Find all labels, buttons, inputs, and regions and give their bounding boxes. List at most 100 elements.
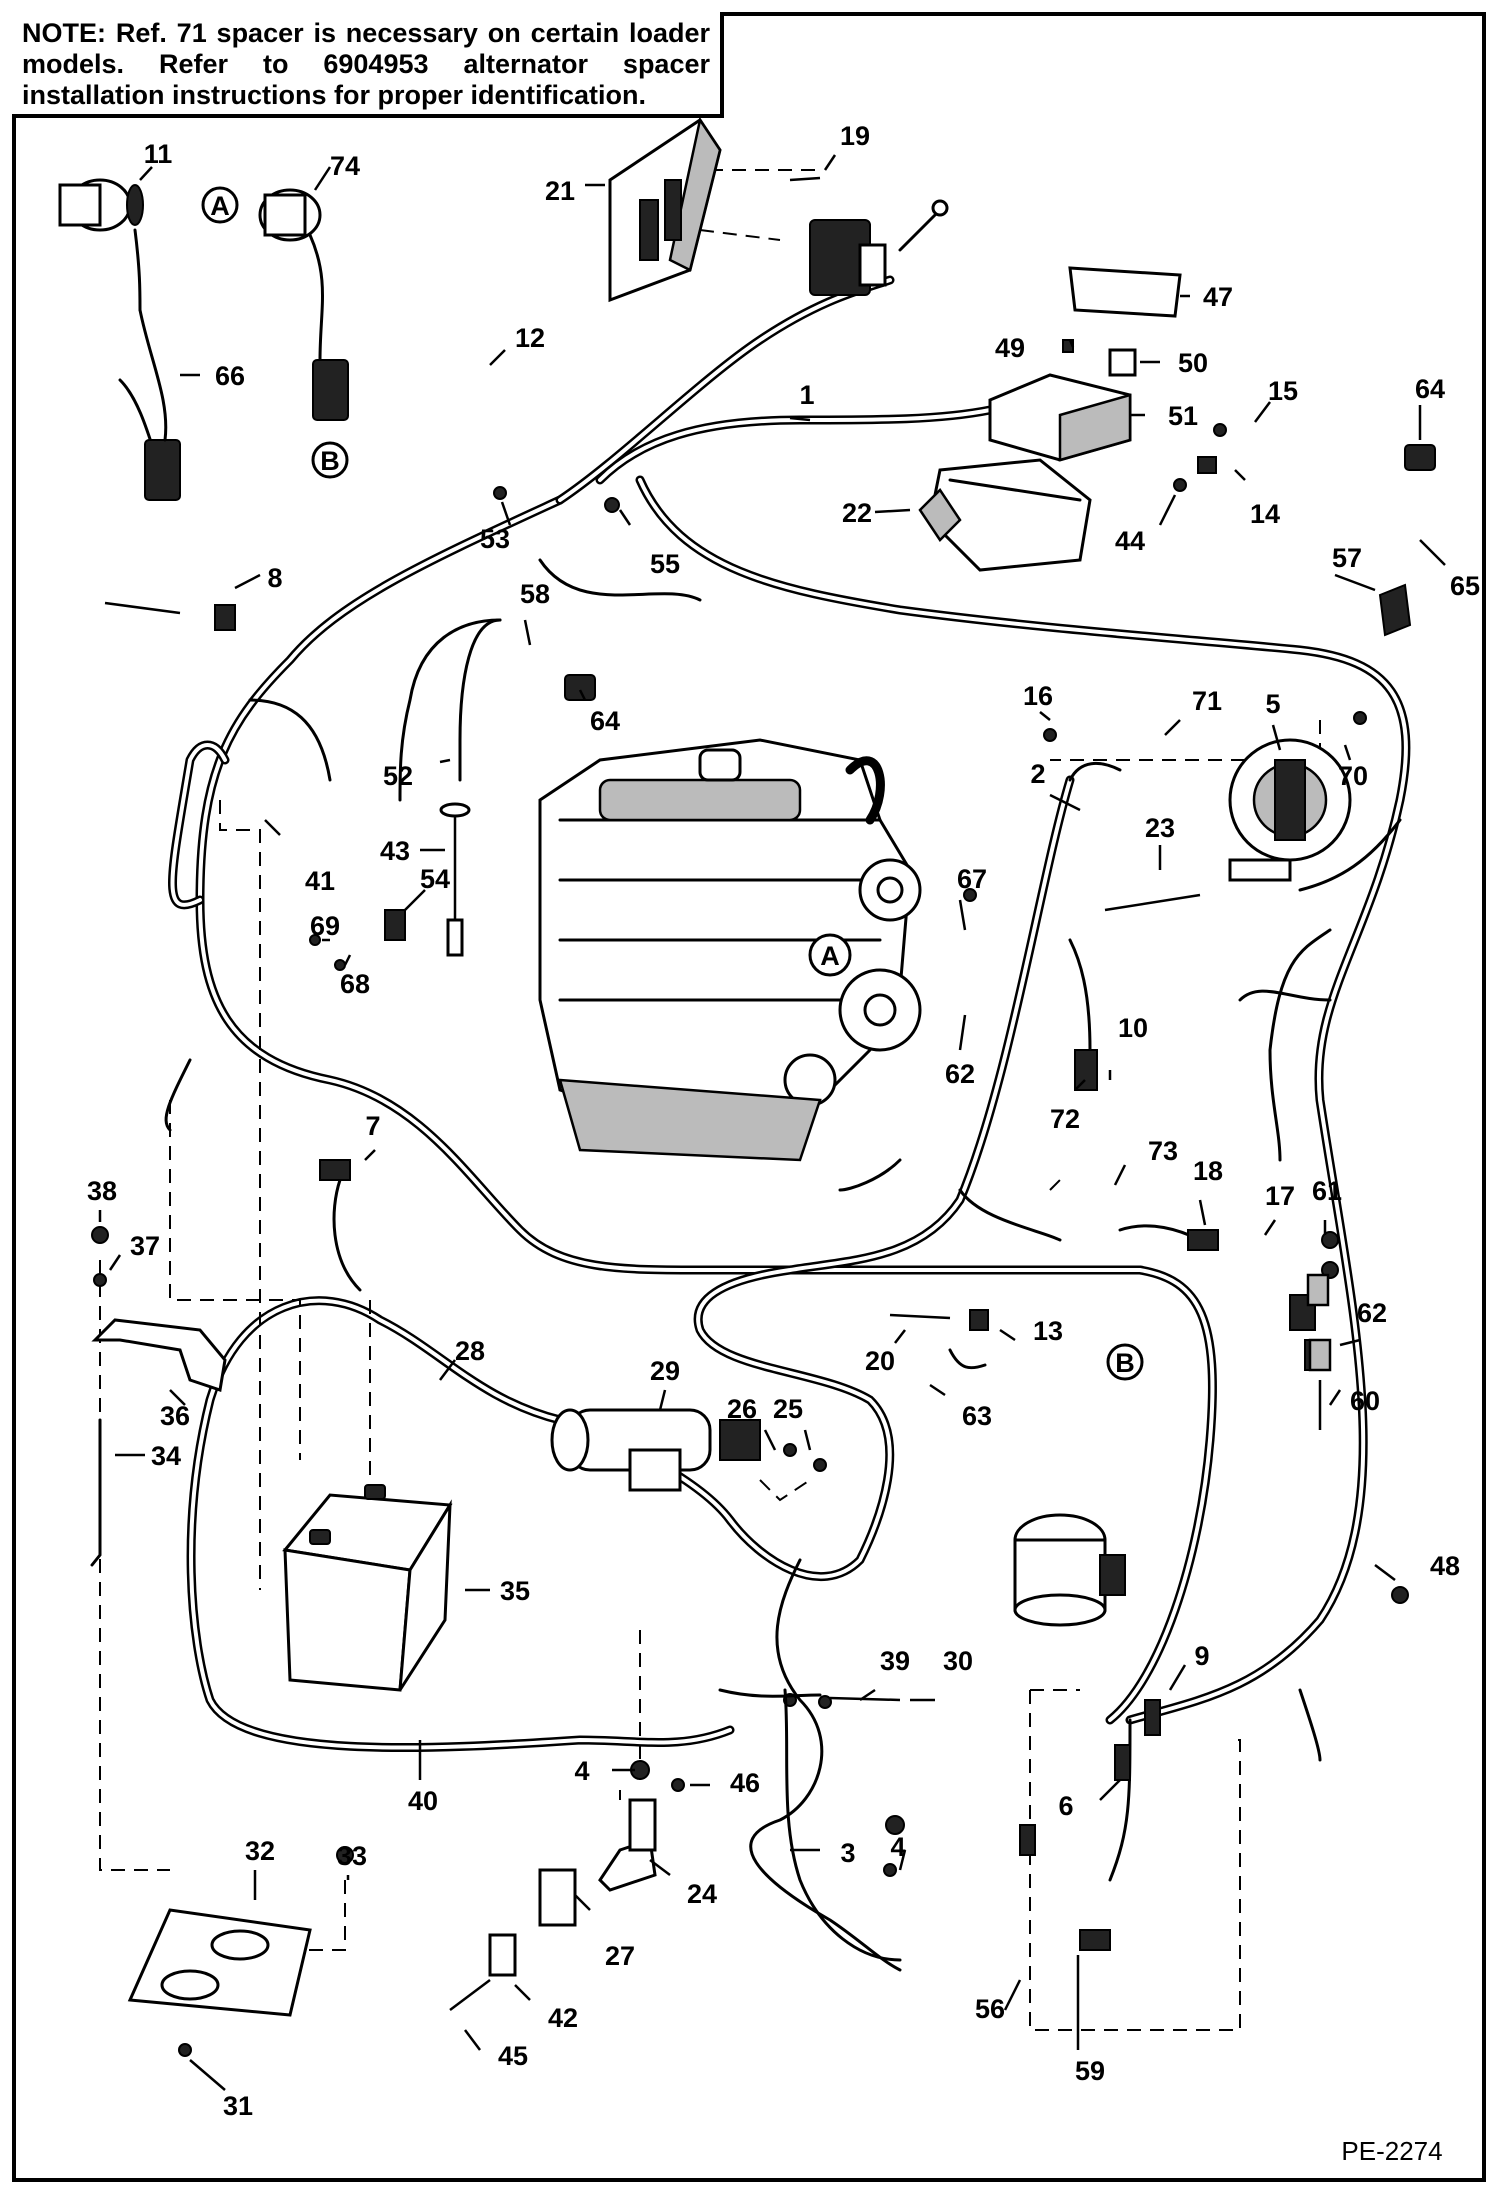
ground-strap (783, 1688, 902, 1962)
callout-51: 51 (1168, 401, 1198, 431)
callout-59: 59 (1075, 2056, 1105, 2086)
alternator (1228, 738, 1352, 882)
connector-markers: A B A B (201, 186, 1144, 1381)
figure-code: PE-2274 (1341, 2136, 1442, 2166)
callout-34: 34 (151, 1441, 181, 1471)
callout-4a: 4 (574, 1756, 589, 1786)
callout-43: 43 (380, 836, 410, 866)
callout-63: 63 (962, 1401, 992, 1431)
battery-cable-40 (718, 1688, 822, 1698)
connector-cap-64-top (1404, 444, 1436, 471)
connector-label-a-1: A (210, 191, 230, 221)
callout-numbers: 1 2 3 4 4 5 6 7 8 9 10 11 12 13 14 15 16… (87, 121, 1480, 2121)
callout-50: 50 (1178, 348, 1208, 378)
callout-leaders (98, 154, 1446, 2091)
shutoff-solenoid-11 (58, 178, 181, 501)
callout-12: 12 (515, 323, 545, 353)
callout-72: 72 (1050, 1104, 1080, 1134)
callout-58: 58 (520, 579, 550, 609)
callout-7: 7 (365, 1111, 380, 1141)
clamp-plate (488, 1933, 517, 1977)
callout-57: 57 (1332, 543, 1362, 573)
clamp-block (538, 1868, 577, 1927)
callout-41: 41 (305, 866, 335, 896)
callout-1: 1 (799, 380, 814, 410)
callout-3: 3 (840, 1838, 855, 1868)
callout-45: 45 (498, 2041, 528, 2071)
callout-49: 49 (995, 333, 1025, 363)
callout-20: 20 (865, 1346, 895, 1376)
callout-44: 44 (1115, 526, 1145, 556)
sensors (319, 1049, 1326, 1951)
battery-hold-down (91, 1318, 227, 1392)
callout-28: 28 (455, 1336, 485, 1366)
connector-cap-64-mid (564, 674, 596, 701)
connector-label-a-2: A (820, 941, 840, 971)
ecu-controller (608, 116, 722, 303)
hardware (91, 176, 1409, 2057)
callout-19: 19 (840, 121, 870, 151)
connector-bracket-57 (1378, 583, 1412, 637)
callout-27: 27 (605, 1941, 635, 1971)
battery (282, 1484, 453, 1692)
callout-64b: 64 (1415, 374, 1445, 404)
ground-bracket (598, 1798, 657, 1892)
callout-33: 33 (337, 1841, 367, 1871)
callout-37: 37 (130, 1231, 160, 1261)
callout-48: 48 (1430, 1551, 1460, 1581)
note-line-1: NOTE: Ref. 71 spacer is necessary on cer… (22, 18, 710, 48)
callout-73: 73 (1148, 1136, 1178, 1166)
callout-18: 18 (1193, 1156, 1223, 1186)
callout-17: 17 (1265, 1181, 1295, 1211)
hold-down-rod (90, 1418, 102, 1567)
callout-53: 53 (480, 524, 510, 554)
callout-24: 24 (687, 1879, 717, 1909)
battery-tray (127, 1908, 312, 2017)
callout-26: 26 (727, 1394, 757, 1424)
callout-8: 8 (267, 563, 282, 593)
callout-11: 11 (144, 139, 173, 169)
callout-15: 15 (1268, 376, 1298, 406)
connector-label-b-2: B (1115, 1348, 1135, 1378)
engine (538, 738, 922, 1162)
callout-62b: 62 (1357, 1298, 1387, 1328)
callout-9: 9 (1194, 1641, 1209, 1671)
callout-29: 29 (650, 1356, 680, 1386)
fuse-box (918, 458, 1092, 572)
callout-62a: 62 (945, 1059, 975, 1089)
callout-2: 2 (1030, 759, 1045, 789)
callout-39: 39 (880, 1646, 910, 1676)
callout-61: 61 (1312, 1176, 1342, 1206)
diagram-frame (12, 12, 1486, 2182)
callout-66: 66 (215, 361, 245, 391)
callout-13: 13 (1033, 1316, 1063, 1346)
note-box: NOTE: Ref. 71 spacer is necessary on cer… (12, 12, 724, 118)
callout-6: 6 (1058, 1791, 1073, 1821)
callout-54: 54 (420, 864, 450, 894)
callout-23: 23 (1145, 813, 1175, 843)
callout-55: 55 (650, 549, 680, 579)
solenoid-11-pigtail (138, 308, 168, 442)
callout-71: 71 (1192, 686, 1222, 716)
callout-47: 47 (1203, 282, 1233, 312)
note-line-2: models. Refer to 6904953 alternator spac… (22, 49, 710, 79)
callout-32: 32 (245, 1836, 275, 1866)
callout-67: 67 (957, 864, 987, 894)
callout-70: 70 (1338, 761, 1368, 791)
callout-68: 68 (340, 969, 370, 999)
callout-16: 16 (1023, 681, 1053, 711)
callout-64a: 64 (590, 706, 620, 736)
callout-31: 31 (223, 2091, 253, 2121)
callout-36: 36 (160, 1401, 190, 1431)
callout-40: 40 (408, 1786, 438, 1816)
ecu-harness-connector (809, 199, 949, 296)
callout-52: 52 (383, 761, 413, 791)
callout-25: 25 (773, 1394, 803, 1424)
callout-21: 21 (545, 176, 575, 206)
callout-35: 35 (500, 1576, 530, 1606)
connector-label-b-1: B (320, 446, 340, 476)
callout-30: 30 (943, 1646, 973, 1676)
note-line-3: installation instructions for proper ide… (22, 80, 647, 110)
relay-block (988, 339, 1137, 462)
